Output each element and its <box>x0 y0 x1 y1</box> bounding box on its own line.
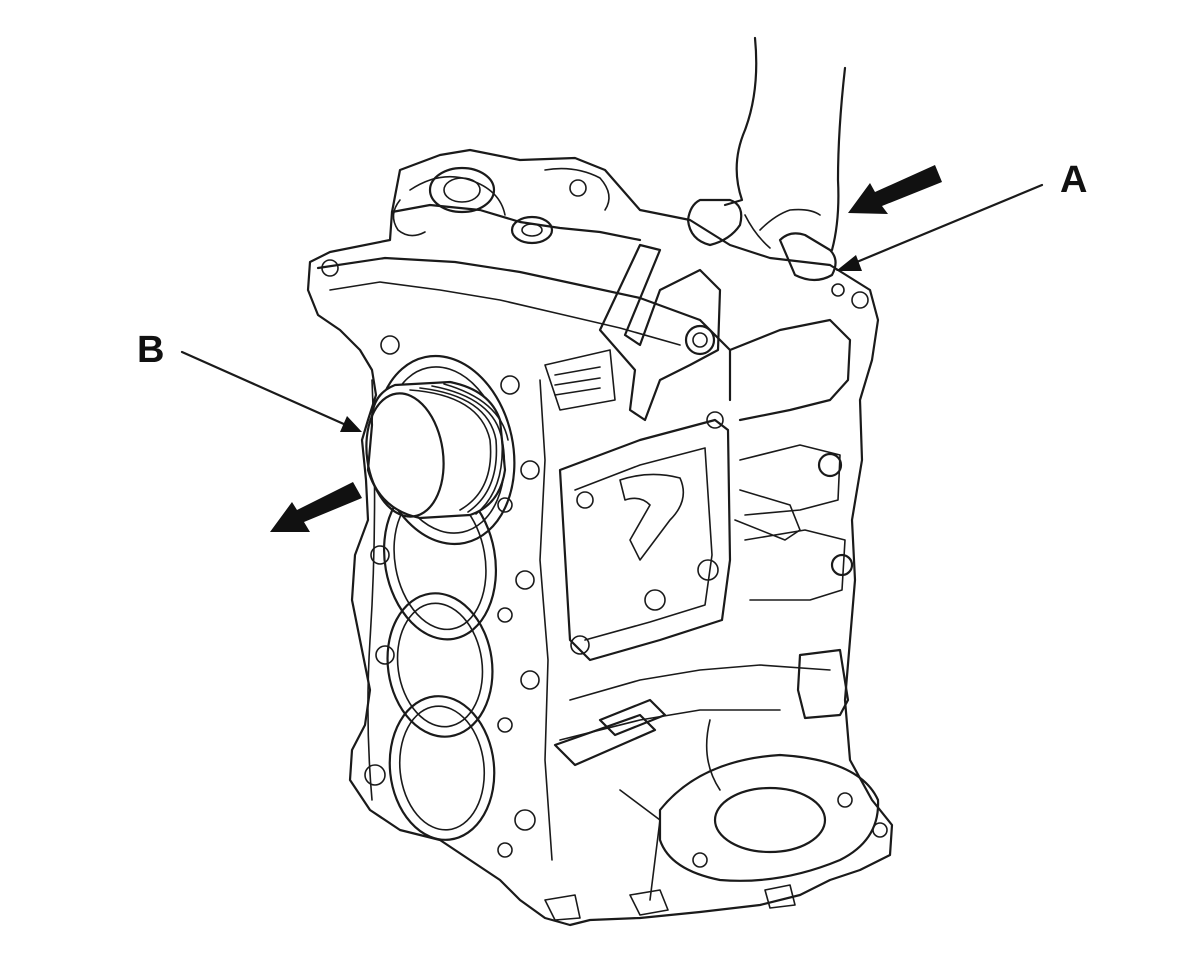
engine-block <box>306 148 894 927</box>
technician-hands <box>686 36 847 282</box>
leader-line-b <box>180 350 362 432</box>
leader-line-a <box>836 183 1044 271</box>
piston <box>365 380 509 520</box>
callout-label-a: A <box>1060 159 1087 201</box>
push-arrow-a <box>848 165 942 214</box>
push-arrow-b <box>270 482 362 532</box>
callout-label-b: B <box>137 329 164 371</box>
